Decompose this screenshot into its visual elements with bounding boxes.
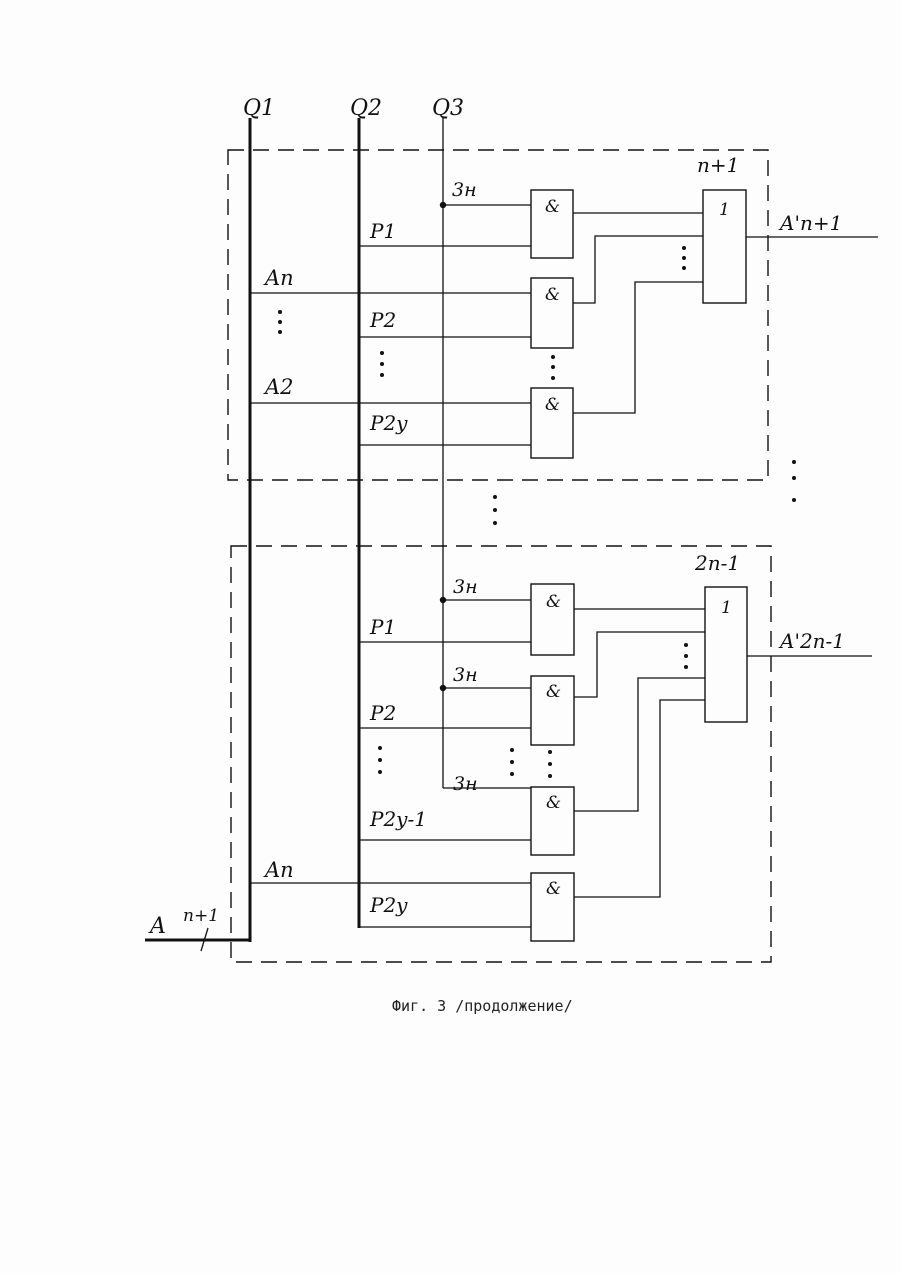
block-top-an-label: An xyxy=(263,266,294,290)
block-bottom-number: 2n-1 xyxy=(694,551,740,575)
block-top-zn-label: 3н xyxy=(452,179,477,201)
block-bottom-zn-label-2: 3н xyxy=(453,664,478,686)
between-blocks-ellipsis xyxy=(493,495,497,525)
block-bottom-zn-label-1: 3н xyxy=(453,576,478,598)
block-top-ellipsis-or xyxy=(682,246,686,270)
block-top-ellipsis-p xyxy=(380,351,384,377)
bus-label-q1: Q1 xyxy=(243,96,275,121)
block-top-p2-label: P2 xyxy=(369,308,396,332)
block-top-p1-label: P1 xyxy=(369,219,396,243)
block-bottom-p2y-label: P2y xyxy=(369,893,408,917)
bus-label-q2: Q2 xyxy=(350,96,382,121)
block-bottom-ellipsis-gates xyxy=(548,750,552,778)
block-top-ellipsis-a xyxy=(278,310,282,334)
block-top-a2-label: A2 xyxy=(263,375,294,399)
block-bottom-p2-label: P2 xyxy=(369,701,396,725)
block-top-output-label: A'n+1 xyxy=(778,211,842,235)
bus-label-q3: Q3 xyxy=(432,96,464,121)
block-bottom-output-label: A'2n-1 xyxy=(778,629,845,653)
block-top-p2y-label: P2y xyxy=(369,411,408,435)
block-top-wire-3 xyxy=(573,282,703,413)
block-top-and-gate-2-symbol: & xyxy=(545,285,560,305)
figure-caption: Фиг. 3 /продолжение/ xyxy=(392,997,573,1015)
block-bottom-and-gate-1-symbol: & xyxy=(546,592,561,612)
block-top-number: n+1 xyxy=(697,153,739,177)
block-bottom-wire-2 xyxy=(574,632,705,697)
block-top-ellipsis-gates xyxy=(551,355,555,380)
block-bottom-and-gate-3-symbol: & xyxy=(546,793,561,813)
block-bottom-p2y1-label: P2y-1 xyxy=(369,807,427,831)
right-side-ellipsis xyxy=(792,460,796,502)
input-bus-label: A xyxy=(148,914,166,939)
block-bottom-or-gate-symbol: 1 xyxy=(721,598,732,618)
block-bottom-ellipsis-zn xyxy=(510,748,514,776)
block-bottom-zn-label-3: 3н xyxy=(453,773,478,795)
block-bottom-and-gate-4-symbol: & xyxy=(546,879,561,899)
block-bottom-p1-label: P1 xyxy=(369,615,396,639)
block-bottom-an-label: An xyxy=(263,858,294,882)
block-top-or-gate-symbol: 1 xyxy=(719,200,730,220)
block-top-and-gate-3-symbol: & xyxy=(545,395,560,415)
block-bottom-wire-4 xyxy=(574,700,705,897)
block-bottom-and-gate-2-symbol: & xyxy=(546,682,561,702)
block-bottom-ellipsis-or xyxy=(684,643,688,669)
input-bus-width-label: n+1 xyxy=(183,906,219,926)
block-top-frame xyxy=(228,150,768,480)
block-top-and-gate-1-symbol: & xyxy=(545,197,560,217)
block-bottom-ellipsis-p xyxy=(378,746,382,774)
block-bottom-wire-3 xyxy=(574,678,705,811)
